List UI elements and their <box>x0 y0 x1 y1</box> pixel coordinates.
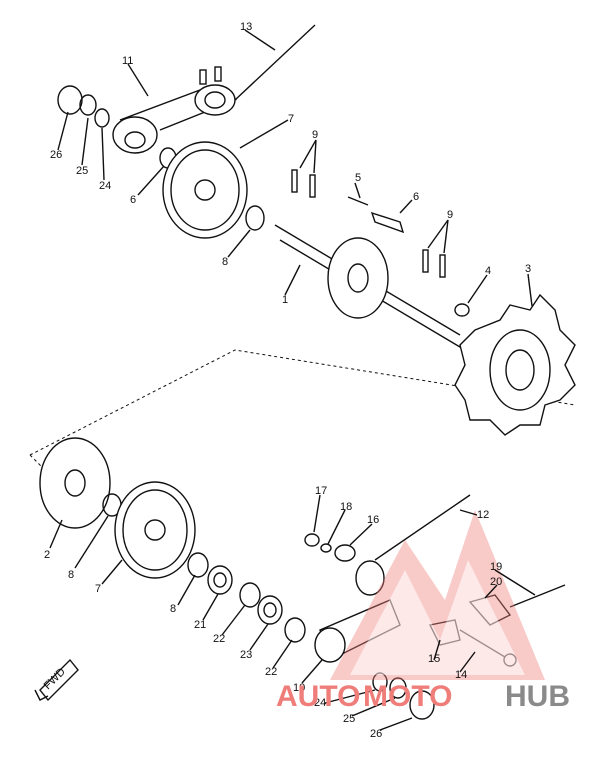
callout-label: 7 <box>95 583 101 595</box>
section-boundary-top <box>29 349 576 456</box>
lever-14 <box>459 629 511 661</box>
watermark-moto: MOTO <box>363 680 452 713</box>
callout-label: 8 <box>170 603 176 615</box>
washer-25-top <box>79 94 97 116</box>
nut-17 <box>304 533 320 547</box>
callout-label: 19 <box>490 561 502 573</box>
callout-label: 26 <box>50 149 62 161</box>
rod-13 <box>234 24 316 101</box>
bracket-20 <box>468 594 512 626</box>
housing-11 <box>112 66 238 154</box>
pin-9-c <box>422 249 429 273</box>
washer-18 <box>320 543 332 553</box>
bracket-6 <box>370 211 405 234</box>
washer-24-bottom <box>372 672 388 692</box>
callout-label: 24 <box>314 697 326 709</box>
callout-label: 4 <box>485 265 491 277</box>
callout-label: 5 <box>355 172 361 184</box>
callout-layer: 13 11 26 25 24 6 7 8 9 5 6 9 4 3 1 2 8 7… <box>42 21 536 740</box>
part-16 <box>334 544 356 562</box>
callout-label: 15 <box>428 653 440 665</box>
watermark-auto: AUTO <box>276 680 360 713</box>
bearing-21 <box>207 565 233 595</box>
drive-sprocket-3 <box>454 293 576 436</box>
snap-ring-26-bottom <box>409 690 435 720</box>
bushing-4 <box>454 303 470 317</box>
callout-label: 14 <box>455 669 467 681</box>
snap-ring-26-top <box>57 85 83 115</box>
callout-label: 18 <box>340 501 352 513</box>
callout-label: 26 <box>370 728 382 740</box>
fwd-arrow-icon <box>34 658 79 702</box>
callout-label: 17 <box>315 485 327 497</box>
callout-label: 22 <box>213 633 225 645</box>
callout-label: 7 <box>288 113 294 125</box>
callout-label: 22 <box>265 666 277 678</box>
callout-label: 12 <box>477 509 489 521</box>
sprocket-7-bottom <box>114 481 196 579</box>
housing-10 <box>314 599 401 663</box>
callout-label: 23 <box>240 649 252 661</box>
clip-22-a <box>239 582 261 608</box>
disk-2 <box>39 437 111 529</box>
callout-label: 16 <box>367 514 379 526</box>
ring-8-c <box>187 552 209 578</box>
clip-22-b <box>284 617 306 643</box>
callout-label: 25 <box>343 713 355 725</box>
callout-label: 6 <box>413 191 419 203</box>
callout-label: 9 <box>447 209 453 221</box>
callout-label: 21 <box>194 619 206 631</box>
callout-label: 20 <box>490 576 502 588</box>
callout-label: 1 <box>282 294 288 306</box>
watermark-logo-icon <box>330 510 545 680</box>
callout-label: 25 <box>76 165 88 177</box>
callout-label: 3 <box>525 263 531 275</box>
fwd-label: FWD <box>42 666 68 692</box>
callout-label: 13 <box>240 21 252 33</box>
callout-label: 24 <box>99 180 111 192</box>
tensioner <box>355 560 385 596</box>
sprocket-7-top <box>162 141 248 239</box>
callout-label: 8 <box>222 256 228 268</box>
bolt-19 <box>509 584 566 608</box>
bolt-5 <box>347 196 369 206</box>
callout-label: 9 <box>312 129 318 141</box>
washer-24-top <box>94 108 110 128</box>
watermark-hub: HUB <box>505 680 570 713</box>
part-15 <box>428 619 461 646</box>
shaft-hub <box>327 237 389 319</box>
callout-label: 11 <box>122 55 133 67</box>
callout-label: 8 <box>68 569 74 581</box>
watermark-text: AUTO MOTO HUB <box>276 680 570 713</box>
pin-9-d <box>439 254 446 278</box>
washer-25-bottom <box>389 677 407 699</box>
callout-label: 6 <box>130 194 136 206</box>
callout-label: 10 <box>293 682 305 694</box>
rod-12 <box>374 494 471 561</box>
pin-9-a <box>291 169 298 193</box>
ring-8-top <box>245 205 265 231</box>
callout-label: 2 <box>44 549 50 561</box>
pin-9-b <box>309 174 316 198</box>
bearing-23 <box>257 595 283 625</box>
